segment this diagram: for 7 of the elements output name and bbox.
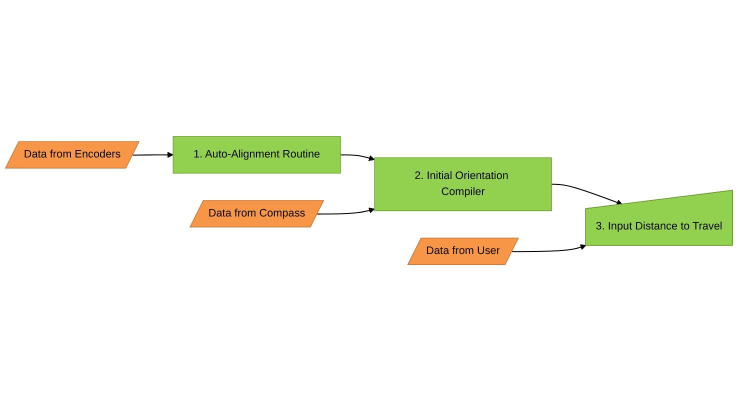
arrow	[552, 184, 623, 206]
node-box: 2. Initial Orientation Compiler	[374, 158, 552, 212]
arrow	[317, 208, 375, 216]
node-box: 1. Auto-Alignment Routine	[172, 136, 341, 174]
arrow	[340, 154, 375, 162]
arrow	[512, 244, 586, 253]
arrow	[132, 152, 174, 158]
